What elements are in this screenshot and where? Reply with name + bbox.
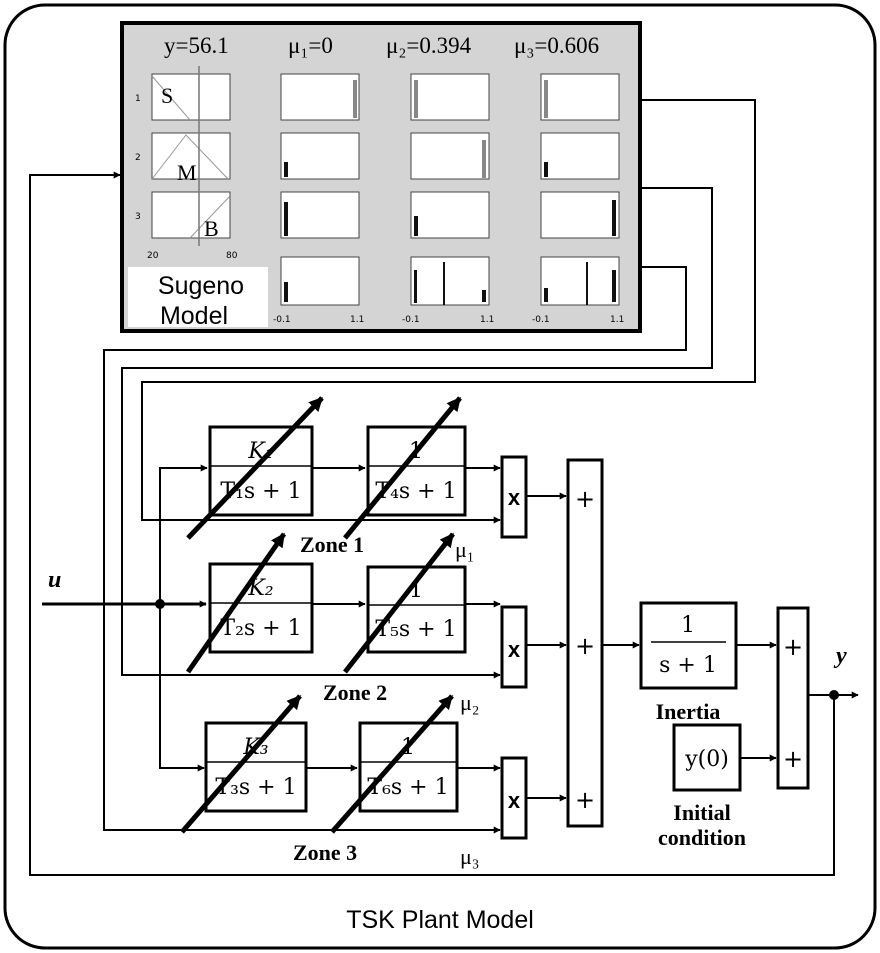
out-axis-max-1: 1.1: [350, 315, 364, 325]
zone2-label: Zone 2: [323, 680, 387, 705]
sugeno-label-line2: Model: [160, 302, 228, 330]
out-axis-max-3: 1.1: [610, 315, 624, 325]
row-label-2: 2: [135, 153, 141, 163]
mu3-label: μ₃: [460, 844, 479, 869]
variable-parameter-arrows: [180, 396, 462, 834]
initial-condition-block: y(0): [672, 723, 742, 792]
out-plot-c3-r4: [540, 256, 620, 306]
outer-frame: [3, 3, 877, 950]
output-sum-plus-2: +: [783, 745, 803, 773]
out-plot-c2-r2: [410, 132, 490, 180]
mf-plot-input-3: [151, 191, 231, 239]
output-sum-block: + +: [776, 606, 810, 790]
inertia-label: Inertia: [656, 699, 721, 724]
signal-wiring: [29, 99, 859, 876]
out-plot-c2-r1: [410, 73, 490, 121]
sugeno-mu1-value: μ₁=0: [288, 33, 333, 58]
out-axis-min-2: -0.1: [402, 315, 420, 325]
out-plot-c3-r2: [540, 132, 620, 180]
zone2-gain-block: K₂ T₂s + 1: [208, 562, 314, 654]
out-plot-c1-r3: [280, 191, 360, 239]
sugeno-mu2-value: μ₂=0.394: [386, 33, 472, 58]
multipliers: x x x: [500, 455, 528, 840]
row-label-3: 3: [135, 212, 141, 222]
zone3-gain-block: K₃ T₃s + 1: [204, 721, 308, 813]
mf-set-b: B: [204, 216, 219, 241]
output-signal-y: y: [833, 643, 847, 669]
sugeno-panel: y=56.1 μ₁=0 μ₂=0.394 μ₃=0.606 1 2 3 S M …: [120, 21, 642, 333]
multiplier-1-symbol: x: [508, 485, 521, 510]
initial-condition-label-2: condition: [658, 825, 746, 850]
out-plot-c1-r1: [280, 73, 360, 121]
initial-condition-label-1: Initial: [673, 800, 730, 825]
mf-set-m: M: [177, 160, 197, 185]
mf-set-s: S: [161, 83, 173, 108]
out-plot-c3-r1: [540, 73, 620, 121]
initial-condition-value: y(0): [684, 747, 729, 772]
diagram-caption: TSK Plant Model: [346, 906, 534, 934]
sugeno-mu3-value: μ₃=0.606: [514, 33, 599, 58]
inertia-block: 1 s + 1: [639, 601, 738, 690]
zone3-label: Zone 3: [293, 840, 357, 865]
zone-blocks: K₁ T₁s + 1 1 T₄s + 1 K₂ T₂s + 1 1 T₅s + …: [204, 425, 467, 813]
zone-sum-plus-1: +: [575, 485, 595, 513]
output-sum-plus-1: +: [783, 633, 803, 661]
out-plot-c2-r4: [410, 256, 490, 306]
zone2-gain-den: T₂s + 1: [220, 616, 301, 641]
out-plot-c1-r4: [280, 256, 360, 306]
zone3-lag-block: 1 T₆s + 1: [358, 721, 459, 813]
sugeno-label-line1: Sugeno: [158, 272, 244, 300]
out-plot-c1-r2: [280, 132, 360, 180]
inertia-num: 1: [681, 613, 695, 638]
zone-sum-plus-3: +: [575, 786, 595, 814]
zone2-lag-den: T₅s + 1: [375, 617, 456, 642]
zone1-label: Zone 1: [300, 532, 364, 557]
zone-sum-plus-2: +: [575, 632, 595, 660]
out-axis-max-2: 1.1: [480, 315, 494, 325]
zone1-lag-block: 1 T₄s + 1: [366, 425, 467, 517]
input-axis-min: 20: [147, 251, 159, 261]
mu1-label: μ₁: [455, 537, 474, 562]
mf-plot-input-1: [151, 73, 231, 121]
multiplier-3-symbol: x: [508, 788, 521, 813]
zone2-lag-block: 1 T₅s + 1: [366, 565, 467, 654]
input-axis-max: 80: [226, 251, 238, 261]
mu2-label: μ₂: [460, 690, 479, 715]
sugeno-y-value: y=56.1: [164, 33, 229, 58]
out-plot-c2-r3: [410, 191, 490, 239]
out-plot-c3-r3: [540, 191, 620, 239]
out-axis-min-3: -0.1: [532, 315, 550, 325]
inertia-den: s + 1: [659, 653, 717, 678]
row-label-1: 1: [135, 94, 141, 104]
zone-sum-block: + + +: [566, 458, 604, 828]
input-signal-u: u: [48, 567, 61, 593]
multiplier-2-symbol: x: [508, 637, 521, 662]
out-axis-min-1: -0.1: [273, 315, 291, 325]
